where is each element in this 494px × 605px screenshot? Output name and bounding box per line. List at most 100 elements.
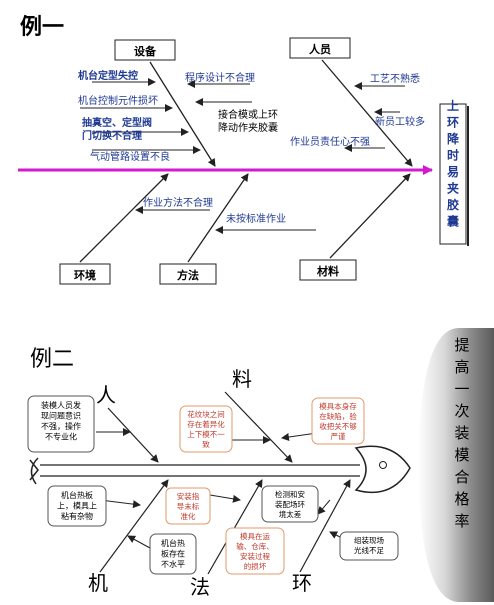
ex2-effect-line: 次 xyxy=(454,402,469,420)
ex1-effect-line: 环 xyxy=(447,116,459,130)
ex2-effect-line: 高 xyxy=(454,358,469,376)
ex1-cause-c11: 未按标准作业 xyxy=(226,212,286,225)
ex2-note-n6: 检测和安装配场环境太差 xyxy=(261,485,319,523)
ex2-bone-method xyxy=(207,479,263,575)
ex2-note-n1: 装模人员发现问题意识不强，操作不专业化 xyxy=(27,395,95,453)
ex1-effect-box xyxy=(439,103,467,245)
ex1-bone-personnel xyxy=(321,59,413,167)
ex2-note-n9: 组装现场光线不足 xyxy=(339,531,399,561)
ex1-effect-line: 上 xyxy=(447,98,459,113)
n2-line: 致 xyxy=(202,439,210,449)
n6-line: 检测和安 xyxy=(275,489,305,499)
n3-line: 在缺陷，验 xyxy=(319,411,357,421)
ex1-cause-c6: 气动管路设置不良 xyxy=(90,150,170,163)
ex1-category-environment: 环境 xyxy=(74,268,96,282)
ex1-cause-c7: 工艺不熟悉 xyxy=(370,72,420,85)
ex1-bone-equipment xyxy=(149,61,216,167)
ex1-effect-line: 夹 xyxy=(447,181,459,196)
ex1-effect-line: 时 xyxy=(447,148,459,163)
ex2-note-n5: 安装指导未标准化 xyxy=(165,487,211,525)
n4-line: 上，模具上 xyxy=(57,501,97,511)
n8-line: 的损坏 xyxy=(244,561,267,571)
ex1-category-material-box xyxy=(299,259,357,281)
ex2-category-man: 人 xyxy=(96,383,116,407)
n3-line: 收把关不够 xyxy=(319,421,357,431)
ex1-bone-method xyxy=(187,173,249,263)
n5-line: 准化 xyxy=(181,511,196,521)
n6-line: 境太差 xyxy=(279,509,302,519)
ex2-effect-line: 合 xyxy=(454,468,469,486)
n8-line: 输、仓库、 xyxy=(236,541,274,551)
n5-line: 安装指 xyxy=(177,491,200,501)
ex1-cause-c5: 抽真空、定型阀 xyxy=(82,116,152,129)
n1-line: 现问题意识 xyxy=(41,411,81,421)
ex2-effect-line: 装 xyxy=(454,424,469,442)
svg-text:模具本身存在缺陷，验收把关不够严谨: 模具本身存在缺陷，验收把关不够严谨 xyxy=(319,401,357,441)
svg-text:机台热板存在不水平: 机台热板存在不水平 xyxy=(161,538,185,569)
svg-text:花纹块之间存在着异化上下模不一致: 花纹块之间存在着异化上下模不一致 xyxy=(187,409,225,449)
n4-line: 粘有杂物 xyxy=(61,511,93,521)
n4-line: 机台热板 xyxy=(61,490,93,500)
ex1-category-material: 材料 xyxy=(317,264,339,278)
ex2-category-method: 法 xyxy=(190,575,210,599)
ex1-cause-c4b: 降动作夹胶囊 xyxy=(218,121,278,134)
ex1-category-equipment-box xyxy=(114,39,176,61)
ex1-cause-c8: 新员工较多 xyxy=(375,115,425,128)
ex1-cause-c2: 程序设计不合理 xyxy=(185,71,255,84)
ex1-effect-line: 降 xyxy=(447,131,460,146)
n1-line: 不强，操作 xyxy=(41,421,81,431)
ex1-cause-c10: 作业方法不合理 xyxy=(143,196,213,209)
svg-text:安装指导未标准化: 安装指导未标准化 xyxy=(177,491,200,521)
n2-line: 花纹块之间 xyxy=(187,409,225,419)
ex2-effect-line: 格 xyxy=(454,490,469,508)
n8-line: 安装过程 xyxy=(240,551,270,561)
ex1-category-environment-box xyxy=(59,263,111,285)
ex2-effect-line: 模 xyxy=(454,446,469,464)
n3-line: 模具本身存 xyxy=(319,401,357,411)
svg-text:模具在运输、仓库、安装过程的损坏: 模具在运输、仓库、安装过程的损坏 xyxy=(236,531,274,571)
ex2-effect-line: 一 xyxy=(454,380,469,398)
ex2-bone-material xyxy=(224,391,293,463)
ex2-bone-man xyxy=(107,407,159,463)
ex2-note-n8: 模具在运输、仓库、安装过程的损坏 xyxy=(225,527,285,575)
ex1-cause-c3: 机台控制元件损坏 xyxy=(78,94,158,107)
n7-line: 机台热 xyxy=(161,538,185,548)
ex1-effect-line: 胶 xyxy=(447,197,459,212)
ex1-category-personnel-box xyxy=(289,37,351,59)
ex1-cause-c5b: 门切换不合理 xyxy=(82,129,142,142)
n2-line: 上下模不一 xyxy=(187,429,225,439)
ex1-bone-material xyxy=(329,173,411,259)
ex1-cause-c1: 机台定型失控 xyxy=(78,69,138,82)
n7-line: 不水平 xyxy=(161,559,185,569)
svg-text:装模人员发现问题意识不强，操作不专业化: 装模人员发现问题意识不强，操作不专业化 xyxy=(41,400,81,442)
n6-line: 装配场环 xyxy=(275,499,305,509)
n5-line: 导未标 xyxy=(177,501,200,511)
ex2-fish-eye xyxy=(379,461,387,469)
svg-text:机台热板上，模具上粘有杂物: 机台热板上，模具上粘有杂物 xyxy=(57,490,97,521)
n8-line: 模具在运 xyxy=(240,531,270,541)
n3-line: 严谨 xyxy=(331,431,346,441)
ex2-note-n7: 机台热板存在不水平 xyxy=(149,533,197,575)
example2-heading: 例二 xyxy=(30,347,74,372)
ex1-category-method-box xyxy=(159,263,217,285)
ex2-bone-machine xyxy=(99,479,169,573)
ex1-category-equipment: 设备 xyxy=(134,44,157,58)
n1-line: 不专业化 xyxy=(45,432,77,442)
ex1-cause-c4: 接合模或上环 xyxy=(218,108,278,121)
ex2-effect-shape xyxy=(418,328,494,602)
n9-line: 光线不足 xyxy=(354,545,384,555)
ex1-category-personnel: 人员 xyxy=(309,42,331,56)
ex2-note-n3: 模具本身存在缺陷，验收把关不够严谨 xyxy=(311,397,365,445)
ex1-cause-c9: 作业员责任心不强 xyxy=(290,135,370,148)
ex2-effect-line: 提 xyxy=(454,336,469,354)
ex2-category-machine: 机 xyxy=(88,571,108,595)
ex2-note-n2: 花纹块之间存在着异化上下模不一致 xyxy=(179,405,233,453)
ex2-category-material: 料 xyxy=(232,367,252,391)
n7-line: 板存在 xyxy=(161,549,185,559)
ex1-bone-environment xyxy=(79,173,169,263)
ex1-effect-line: 囊 xyxy=(446,214,460,229)
svg-text:检测和安装配场环境太差: 检测和安装配场环境太差 xyxy=(275,489,305,519)
n1-line: 装模人员发 xyxy=(41,400,81,410)
n2-line: 存在着异化 xyxy=(187,419,225,429)
